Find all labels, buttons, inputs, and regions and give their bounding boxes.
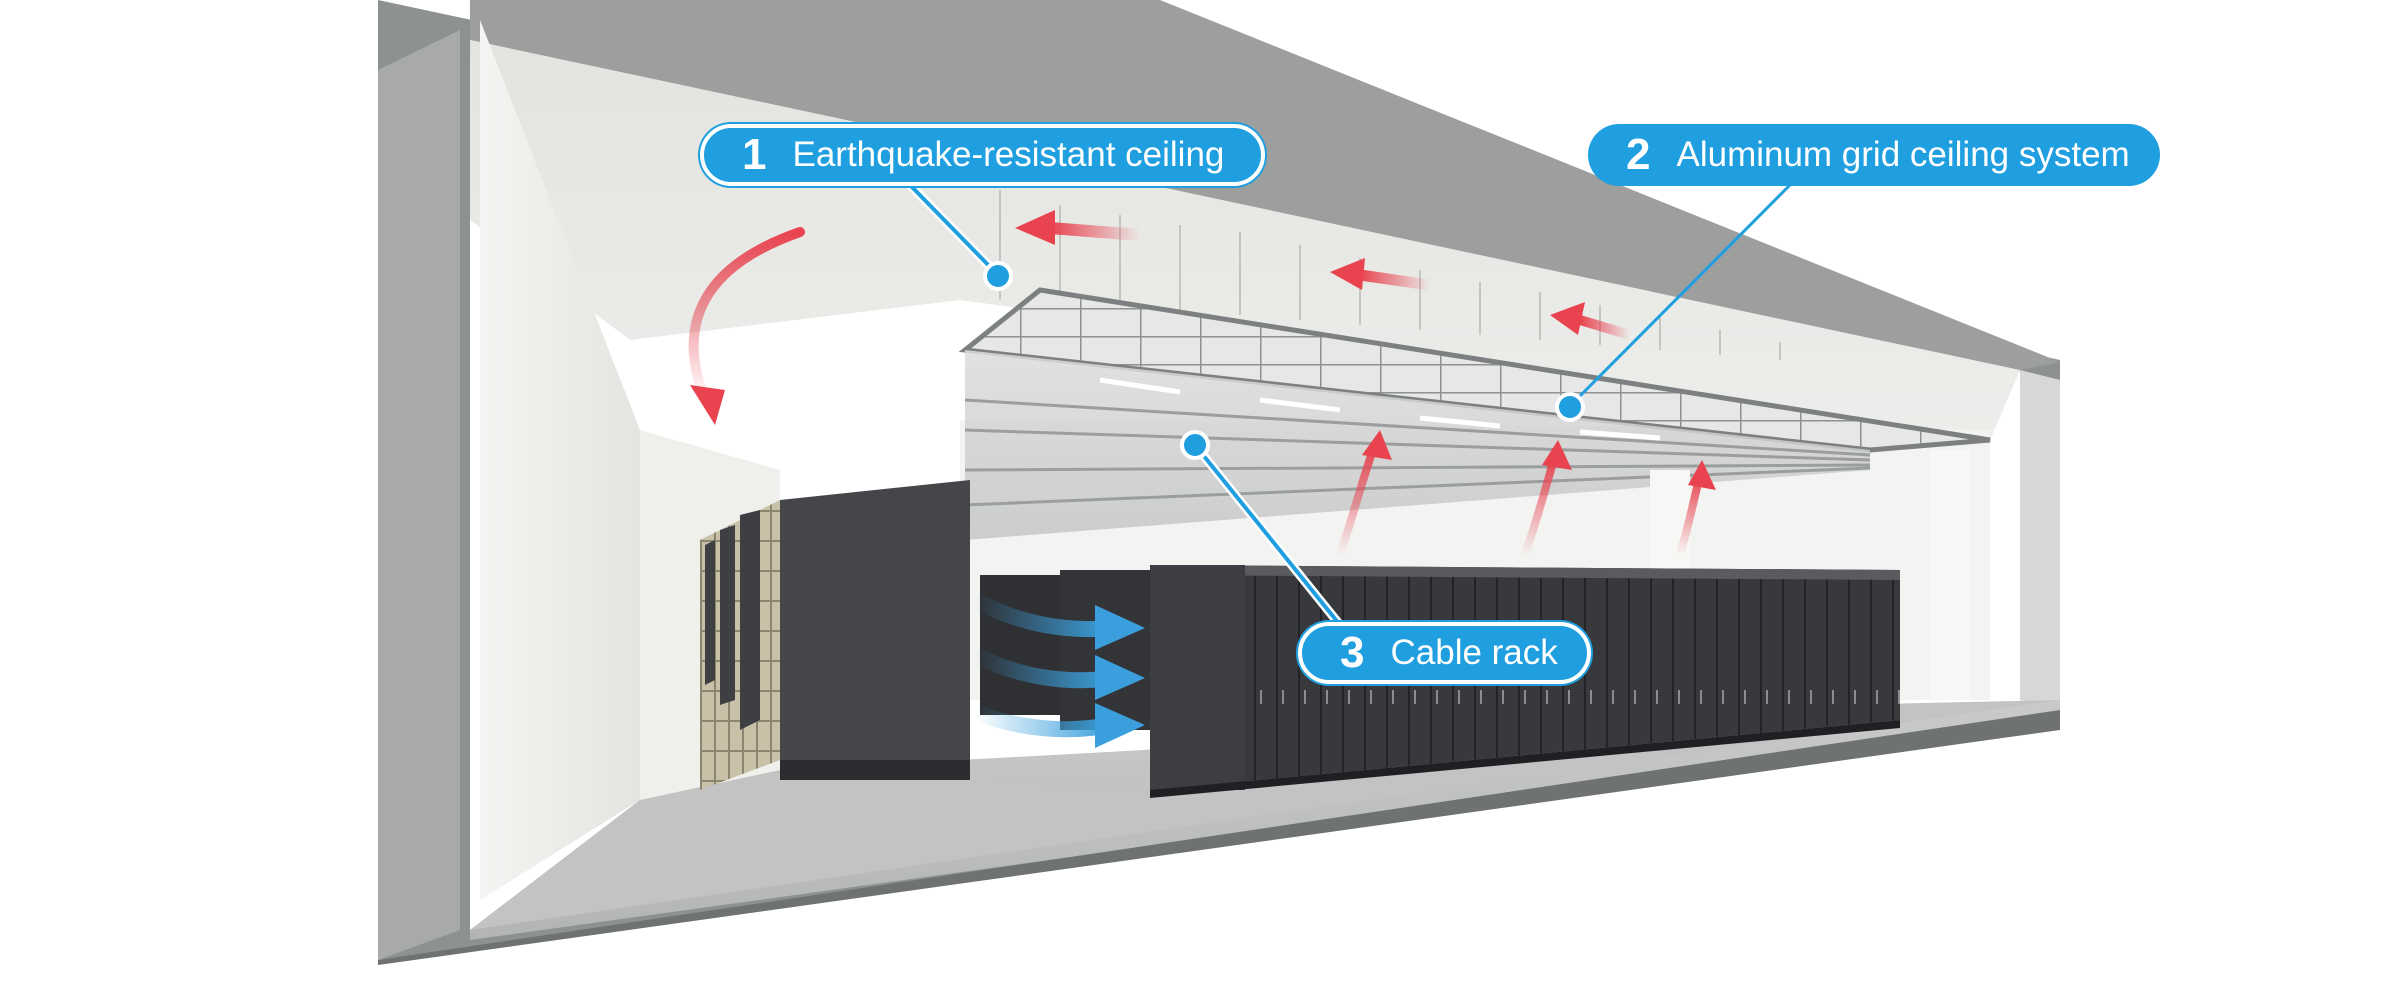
floor-main	[470, 700, 2060, 930]
right-end-wall	[2020, 370, 2060, 710]
hot-air-arrow-head	[1015, 210, 1055, 245]
cool-air-arrow-head	[1095, 655, 1145, 700]
back-rack-rows	[980, 570, 1150, 730]
callout-label: Aluminum grid ceiling system	[1676, 135, 2130, 174]
corridor-racks	[700, 480, 970, 790]
cool-air-arrow-head	[1095, 703, 1145, 748]
cool-air-arrows	[971, 592, 1145, 748]
callout-cable-rack: 3 Cable rack	[1298, 622, 1591, 684]
hot-air-arrow-head	[1542, 440, 1572, 470]
callout-number: 1	[742, 130, 767, 179]
leader-line-1	[908, 183, 1000, 277]
callout-earthquake-resistant-ceiling: 1 Earthquake-resistant ceiling	[700, 124, 1265, 186]
hot-air-arrow	[1049, 222, 1141, 241]
hot-air-arrow	[1578, 315, 1632, 340]
leader-dot	[983, 261, 1013, 291]
cable-rack-lines	[964, 398, 1871, 507]
hot-air-arrow-head	[1362, 430, 1392, 460]
leader-dot	[1180, 430, 1210, 460]
hot-air-arrows	[688, 210, 1716, 557]
hot-air-arrow	[688, 227, 805, 405]
cool-air-arrow-head	[1095, 605, 1145, 650]
leader-line-2	[1568, 183, 1792, 408]
callout-number: 3	[1340, 628, 1365, 677]
left-outer-wall	[378, 30, 460, 960]
leader-dot	[1555, 392, 1585, 422]
suspension-rods	[999, 190, 1781, 360]
leader-line-3	[1193, 443, 1342, 627]
ceiling-slab	[470, 0, 2060, 370]
aluminum-grid-ceiling	[958, 287, 1991, 540]
callout-leaders	[906, 181, 1792, 628]
hot-air-arrow-head	[690, 385, 725, 425]
callout-label: Cable rack	[1390, 633, 1558, 672]
callout-aluminum-grid-ceiling-system: 2 Aluminum grid ceiling system	[1588, 124, 2160, 186]
hot-air-arrow-head	[1550, 302, 1585, 335]
hot-air-arrow	[1359, 269, 1431, 291]
hot-air-arrow-head	[1688, 460, 1716, 490]
callout-label: Earthquake-resistant ceiling	[792, 135, 1225, 174]
hot-air-arrow-head	[1330, 258, 1365, 290]
left-inner-wall	[480, 20, 640, 900]
floor	[470, 700, 2060, 940]
callout-number: 2	[1626, 130, 1651, 179]
light-strips	[1099, 377, 1661, 441]
floor-edge	[378, 710, 2060, 965]
